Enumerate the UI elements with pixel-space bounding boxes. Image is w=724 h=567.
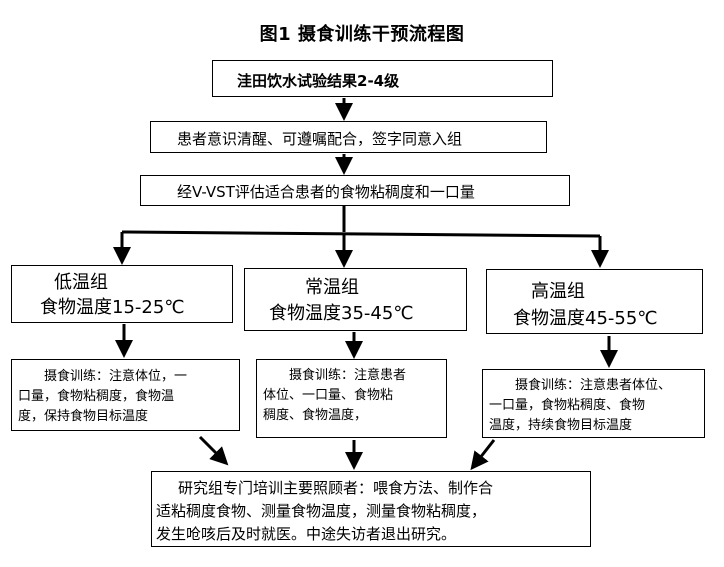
group-name-normal-temp: 常温组 [305, 277, 359, 298]
step-box-vvst-assessment: 经V-VST评估适合患者的食物粘稠度和一口量 [140, 175, 570, 206]
final-box-caregiver-training: 研究组专门培训主要照顾者：喂食方法、制作合 适粘稠度食物、测量食物温度，测量食物… [151, 471, 591, 547]
training-line: 口量，食物粘稠度，食物温 [18, 389, 175, 404]
training-box-low-temp: 摄食训练：注意体位，一 口量，食物粘稠度，食物温 度，保持食物目标温度 [11, 359, 240, 431]
diagram-title: 图1 摄食训练干预流程图 [259, 24, 465, 45]
training-line: 摄食训练：注意患者体位、 [515, 378, 672, 393]
step-box-water-test-text: 洼田饮水试验结果2-4级 [237, 72, 400, 90]
arrow-high-to-final [470, 439, 496, 471]
group-box-high-temp: 高温组 食物温度45-55℃ [486, 269, 703, 334]
step-box-vvst-assessment-text: 经V-VST评估适合患者的食物粘稠度和一口量 [177, 183, 475, 201]
training-line: 摄食训练：注意体位，一 [44, 369, 188, 384]
training-line: 摄食训练：注意患者 [289, 368, 407, 383]
step-box-water-test: 洼田饮水试验结果2-4级 [212, 60, 553, 97]
training-line: 稠度、食物温度， [263, 408, 368, 423]
group-temp-high-temp: 食物温度45-55℃ [513, 308, 658, 329]
training-line: 一口量，食物粘稠度、食物 [489, 398, 646, 413]
group-box-normal-temp: 常温组 食物温度35-45℃ [244, 268, 467, 331]
final-line: 研究组专门培训主要照顾者：喂食方法、制作合 [178, 479, 494, 497]
final-line: 发生呛咳后及时就医。中途失访者退出研究。 [156, 525, 457, 543]
group-temp-low-temp: 食物温度15-25℃ [40, 297, 185, 318]
step-box-consent: 患者意识清醒、可遵嘱配合，签字同意入组 [150, 121, 547, 153]
step-box-consent-text: 患者意识清醒、可遵嘱配合，签字同意入组 [177, 130, 463, 148]
group-name-low-temp: 低温组 [54, 272, 108, 293]
training-box-normal-temp: 摄食训练：注意患者 体位、一口量、食物粘 稠度、食物温度， [256, 359, 447, 438]
training-line: 体位、一口量、食物粘 [263, 388, 394, 403]
group-name-high-temp: 高温组 [531, 281, 585, 302]
final-line: 适粘稠度食物、测量食物温度，测量食物粘稠度， [156, 502, 487, 520]
group-temp-normal-temp: 食物温度35-45℃ [269, 303, 414, 324]
group-box-low-temp: 低温组 食物温度15-25℃ [11, 265, 233, 323]
arrow-low-to-final [198, 435, 229, 466]
training-line: 度，保持食物目标温度 [18, 409, 149, 424]
training-box-high-temp: 摄食训练：注意患者体位、 一口量，食物粘稠度、食物 温度，持续食物目标温度 [482, 369, 705, 438]
training-line: 温度，持续食物目标温度 [489, 418, 633, 433]
branch-horizontal-line [121, 230, 601, 238]
